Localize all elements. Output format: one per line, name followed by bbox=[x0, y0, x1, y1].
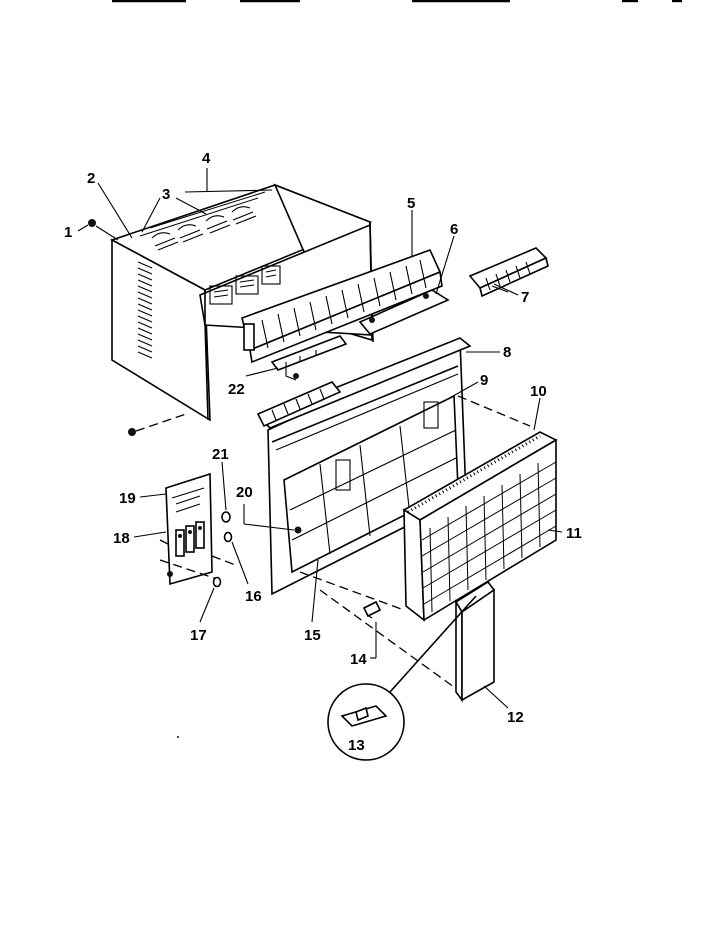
callout-11: 11 bbox=[566, 525, 582, 542]
callout-6: 6 bbox=[450, 221, 458, 238]
callout-2: 2 bbox=[87, 170, 95, 187]
callout-labels: 1 2 3 4 5 6 7 8 9 10 11 12 13 14 15 16 1… bbox=[64, 150, 582, 754]
callout-13: 13 bbox=[348, 737, 365, 754]
callout-17: 17 bbox=[190, 627, 207, 644]
detail-circle-part-13 bbox=[327, 595, 477, 761]
callout-12: 12 bbox=[507, 709, 524, 726]
callout-16: 16 bbox=[245, 588, 262, 605]
callout-14: 14 bbox=[350, 651, 367, 668]
knob-part-21 bbox=[221, 511, 231, 523]
bracket-part-22 bbox=[270, 335, 348, 381]
leader-lines bbox=[77, 168, 563, 709]
callout-22: 22 bbox=[228, 381, 245, 398]
louver-piece-part-7 bbox=[468, 247, 549, 298]
panel-part-12 bbox=[454, 580, 496, 703]
callout-4: 4 bbox=[202, 150, 211, 167]
louver-assembly-part-5 bbox=[241, 248, 443, 364]
discharge-louver bbox=[256, 381, 342, 428]
scan-speck bbox=[177, 736, 179, 738]
knob-part-17 bbox=[212, 576, 222, 588]
filter-grille-part-11 bbox=[402, 431, 558, 622]
callout-19: 19 bbox=[119, 490, 136, 507]
screw-part-1 bbox=[88, 219, 119, 241]
callout-15: 15 bbox=[304, 627, 321, 644]
callout-7: 7 bbox=[521, 289, 529, 306]
callout-10: 10 bbox=[530, 383, 547, 400]
callout-3: 3 bbox=[162, 186, 170, 203]
bracket-part-6 bbox=[358, 289, 450, 335]
callout-20: 20 bbox=[236, 484, 253, 501]
callout-18: 18 bbox=[113, 530, 130, 547]
callout-9: 9 bbox=[480, 372, 488, 389]
callout-1: 1 bbox=[64, 224, 72, 241]
callout-21: 21 bbox=[212, 446, 229, 463]
callout-5: 5 bbox=[407, 195, 415, 212]
callout-8: 8 bbox=[503, 344, 511, 361]
front-frame-part-8 bbox=[258, 337, 472, 596]
control-panel-part-19 bbox=[159, 472, 239, 586]
clip-part-14 bbox=[362, 600, 382, 619]
knob-part-16 bbox=[223, 531, 233, 543]
